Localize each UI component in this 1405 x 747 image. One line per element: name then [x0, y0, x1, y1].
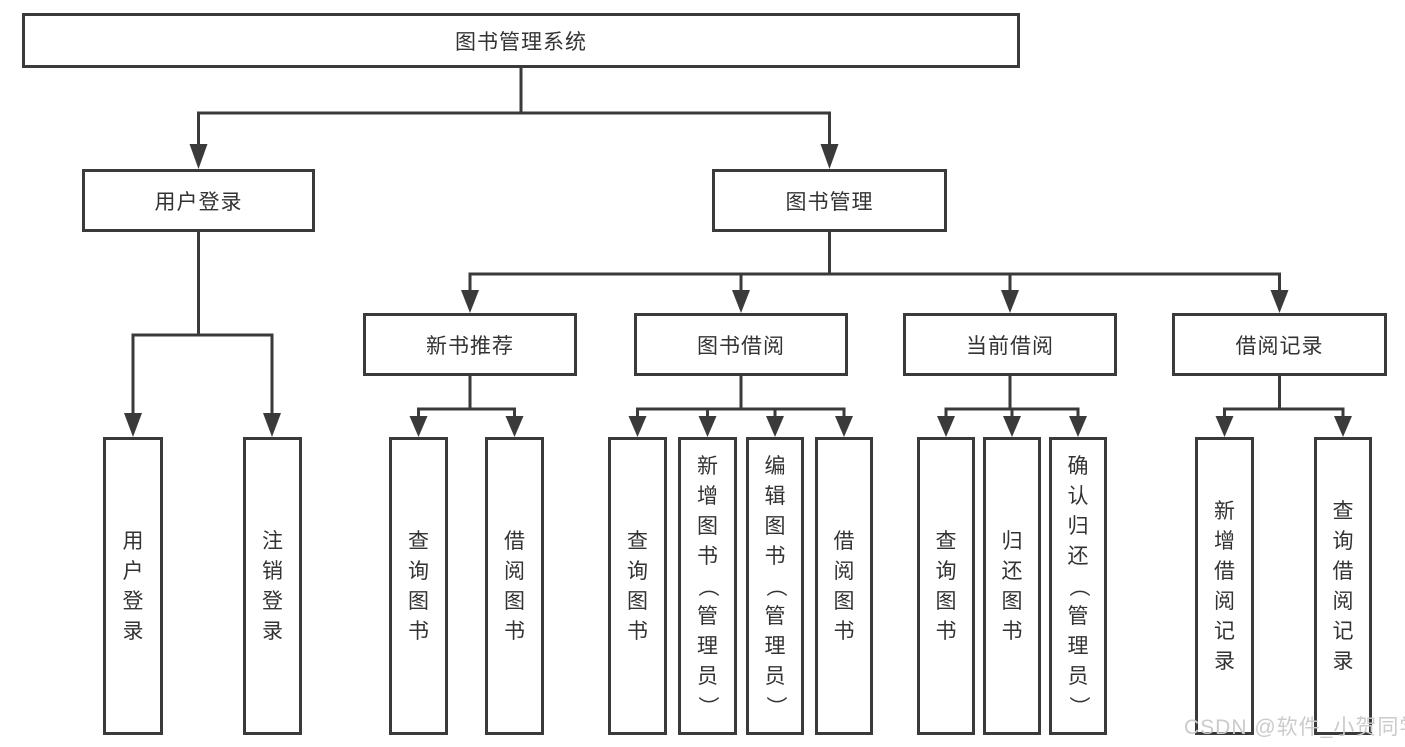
- leaf-add-borrow-record: 新增借阅记录: [1195, 437, 1254, 735]
- leaf-query-books-current: 查询图书: [917, 437, 975, 735]
- leaf-edit-books-admin: 编辑图书（管理员）: [746, 437, 804, 735]
- node-borrowing-records: 借阅记录: [1172, 313, 1387, 376]
- leaf-confirm-return-admin: 确认归还（管理员）: [1049, 437, 1107, 735]
- node-book-borrowing: 图书借阅: [634, 313, 848, 376]
- connector-new-book-cluster: [417, 376, 516, 418]
- arrowheads-book-borrow-cluster: [628, 416, 853, 437]
- arrowheads-level3: [461, 290, 1289, 313]
- connector-root-to-level2: [197, 68, 831, 150]
- connector-book-borrow-cluster: [636, 376, 846, 418]
- node-new-book-recommendation: 新书推荐: [363, 313, 577, 376]
- leaf-query-books-new: 查询图书: [389, 437, 448, 735]
- connector-current-borrow-cluster: [944, 376, 1080, 418]
- arrowheads-level2: [189, 144, 839, 169]
- node-book-management: 图书管理: [712, 169, 947, 232]
- watermark: CSDN @软件_小贺同学: [1184, 716, 1405, 739]
- arrowheads-user-login-cluster: [124, 413, 281, 437]
- connector-book-management-to-level3: [468, 232, 1281, 292]
- leaf-user-login: 用户登录: [103, 437, 163, 735]
- node-library-management-system: 图书管理系统: [22, 13, 1020, 68]
- arrowheads-borrow-record-cluster: [1215, 416, 1352, 437]
- leaf-borrow-books-new: 借阅图书: [485, 437, 544, 735]
- arrowheads-new-book-cluster: [409, 416, 524, 437]
- leaf-add-books-admin: 新增图书（管理员）: [678, 437, 737, 735]
- leaf-query-books-borrow: 查询图书: [608, 437, 667, 735]
- arrowheads-current-borrow-cluster: [937, 416, 1087, 437]
- leaf-return-books: 归还图书: [983, 437, 1041, 735]
- node-current-borrowing: 当前借阅: [903, 313, 1117, 376]
- connector-user-login-cluster: [131, 232, 274, 418]
- leaf-query-borrow-record: 查询借阅记录: [1314, 437, 1372, 735]
- leaf-borrow-books: 借阅图书: [815, 437, 873, 735]
- leaf-logout: 注销登录: [243, 437, 302, 735]
- connector-borrow-record-cluster: [1223, 376, 1345, 418]
- node-user-login: 用户登录: [82, 169, 315, 232]
